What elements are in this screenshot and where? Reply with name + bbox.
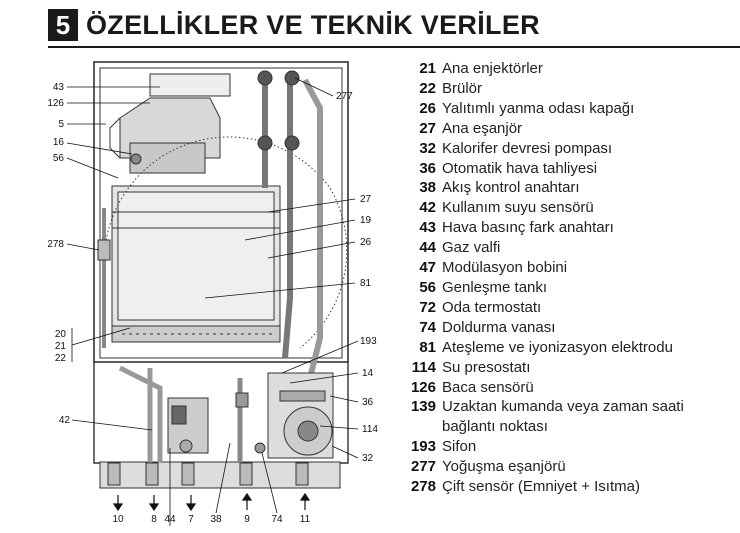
- legend-text: Ateşleme ve iyonizasyon elektrodu: [442, 338, 673, 356]
- title-rule: [48, 46, 740, 48]
- legend-number: 126: [410, 378, 436, 396]
- legend-number: 22: [419, 79, 436, 97]
- legend-text: Yalıtımlı yanma odası kapağı: [442, 99, 635, 117]
- legend-text: Çift sensör (Emniyet + Isıtma): [442, 478, 640, 496]
- section-title: ÖZELLİKLER VE TEKNİK VERİLER: [86, 9, 540, 40]
- legend-item: 278 Çift sensör (Emniyet + Isıtma): [392, 477, 738, 497]
- callout-81: 81: [360, 278, 372, 289]
- legend-text: Su presostatı: [442, 358, 531, 376]
- legend-number: 32: [419, 139, 436, 157]
- callout-11: 11: [300, 514, 311, 525]
- legend-number: 44: [419, 239, 436, 257]
- legend-number: 43: [419, 219, 436, 237]
- legend-item: 139 Uzaktan kumanda veya zaman saati: [392, 397, 738, 417]
- legend-text: Gaz valfi: [442, 239, 501, 257]
- legend-number: [392, 417, 442, 437]
- legend-item: 22 Brülör: [392, 79, 738, 99]
- legend-text: bağlantı noktası: [442, 418, 548, 436]
- callout-193: 193: [360, 336, 377, 347]
- legend-item: 42 Kullanım suyu sensörü: [392, 198, 738, 218]
- legend-number: 47: [419, 259, 436, 277]
- callout-278: 278: [47, 239, 64, 250]
- legend-number: 42: [419, 199, 436, 217]
- legend-item: 72 Oda termostatı: [392, 298, 738, 318]
- legend-number: 21: [419, 60, 436, 77]
- callout-14: 14: [362, 368, 374, 379]
- callout-32: 32: [362, 453, 374, 464]
- legend-text: Akış kontrol anahtarı: [442, 179, 580, 197]
- legend-number: 139: [410, 398, 436, 416]
- legend-text: Doldurma vanası: [442, 318, 556, 336]
- legend-text: Kullanım suyu sensörü: [442, 199, 594, 217]
- legend-item: 26 Yalıtımlı yanma odası kapağı: [392, 99, 738, 119]
- callout-19: 19: [360, 215, 372, 226]
- callout-22: 22: [55, 353, 67, 364]
- legend-text: Baca sensörü: [442, 378, 534, 396]
- legend-text: Modülasyon bobini: [442, 259, 568, 277]
- legend-number: 81: [419, 338, 436, 356]
- component-legend: 21 Ana enjektörler 22 Brülör 26 Yalıtımlı yan…: [392, 59, 738, 497]
- legend-number: 277: [410, 458, 436, 476]
- legend-item: 32 Kalorifer devresi pompası: [392, 139, 738, 159]
- callout-9: 9: [244, 514, 250, 525]
- legend-item: 21 Ana enjektörler: [392, 59, 738, 79]
- legend-item: 74 Doldurma vanası: [392, 318, 738, 338]
- legend-text: Otomatik hava tahliyesi: [442, 159, 598, 177]
- legend-item: 44 Gaz valfi: [392, 238, 738, 258]
- legend-text: Brülör: [442, 79, 483, 97]
- callout-26: 26: [360, 237, 372, 248]
- legend-text: Genleşme tankı: [442, 278, 548, 296]
- legend-item: 114 Su presostatı: [392, 358, 738, 378]
- legend-number: 74: [419, 318, 436, 336]
- legend-number: 27: [419, 119, 436, 137]
- legend-item: 56 Genleşme tankı: [392, 278, 738, 298]
- callout-21: 21: [55, 341, 67, 352]
- callout-56: 56: [53, 153, 65, 164]
- section-header: 5 ÖZELLİKLER VE TEKNİK VERİLER: [48, 8, 540, 42]
- legend-item: 81 Ateşleme ve iyonizasyon elektrodu: [392, 338, 738, 358]
- callout-5: 5: [58, 119, 64, 130]
- legend-number: 72: [419, 298, 436, 316]
- callout-114: 114: [362, 424, 378, 435]
- legend-text: Hava basınç fark anahtarı: [442, 219, 614, 237]
- legend-text: Sifon: [442, 438, 477, 456]
- legend-text: Kalorifer devresi pompası: [442, 139, 613, 157]
- legend-item: bağlantı noktası: [392, 417, 738, 437]
- legend-text: Ana enjektörler: [442, 60, 543, 77]
- legend-item: 38 Akış kontrol anahtarı: [392, 178, 738, 198]
- callout-38: 38: [210, 514, 222, 525]
- legend-text: Ana eşanjör: [442, 119, 523, 137]
- callout-10: 10: [112, 514, 124, 525]
- legend-number: 26: [419, 99, 436, 117]
- legend-number: 114: [411, 358, 436, 376]
- callout-43: 43: [53, 82, 65, 93]
- legend-item: 27 Ana eşanjör: [392, 119, 738, 139]
- legend-item: 193 Sifon: [392, 437, 738, 457]
- callout-42: 42: [59, 415, 71, 426]
- legend-item: 47 Modülasyon bobini: [392, 258, 738, 278]
- legend-text: Yoğuşma eşanjörü: [442, 458, 566, 476]
- callout-16: 16: [53, 137, 65, 148]
- callout-7: 7: [188, 514, 194, 525]
- legend-text: Oda termostatı: [442, 298, 542, 316]
- callout-126: 126: [47, 98, 64, 109]
- legend-number: 193: [410, 438, 436, 456]
- legend-number: 38: [419, 179, 436, 197]
- legend-item: 36 Otomatik hava tahliyesi: [392, 159, 738, 179]
- section-number-badge: 5: [48, 9, 78, 41]
- legend-number: 36: [419, 159, 436, 177]
- boiler-diagram: 43 126 5 16 56 278 20 21 22 42 277 27 19…: [47, 61, 378, 526]
- legend-item: 277 Yoğuşma eşanjörü: [392, 457, 738, 477]
- legend-item: 126 Baca sensörü: [392, 378, 738, 398]
- callout-8: 8: [151, 514, 157, 525]
- legend-number: 56: [419, 278, 436, 296]
- callout-74: 74: [271, 514, 283, 525]
- callout-277: 277: [336, 91, 353, 102]
- legend-number: 278: [410, 478, 436, 496]
- callout-27: 27: [360, 194, 372, 205]
- callout-36: 36: [362, 397, 374, 408]
- legend-text: Uzaktan kumanda veya zaman saati: [442, 398, 684, 416]
- callout-20: 20: [55, 329, 67, 340]
- legend-item: 43 Hava basınç fark anahtarı: [392, 218, 738, 238]
